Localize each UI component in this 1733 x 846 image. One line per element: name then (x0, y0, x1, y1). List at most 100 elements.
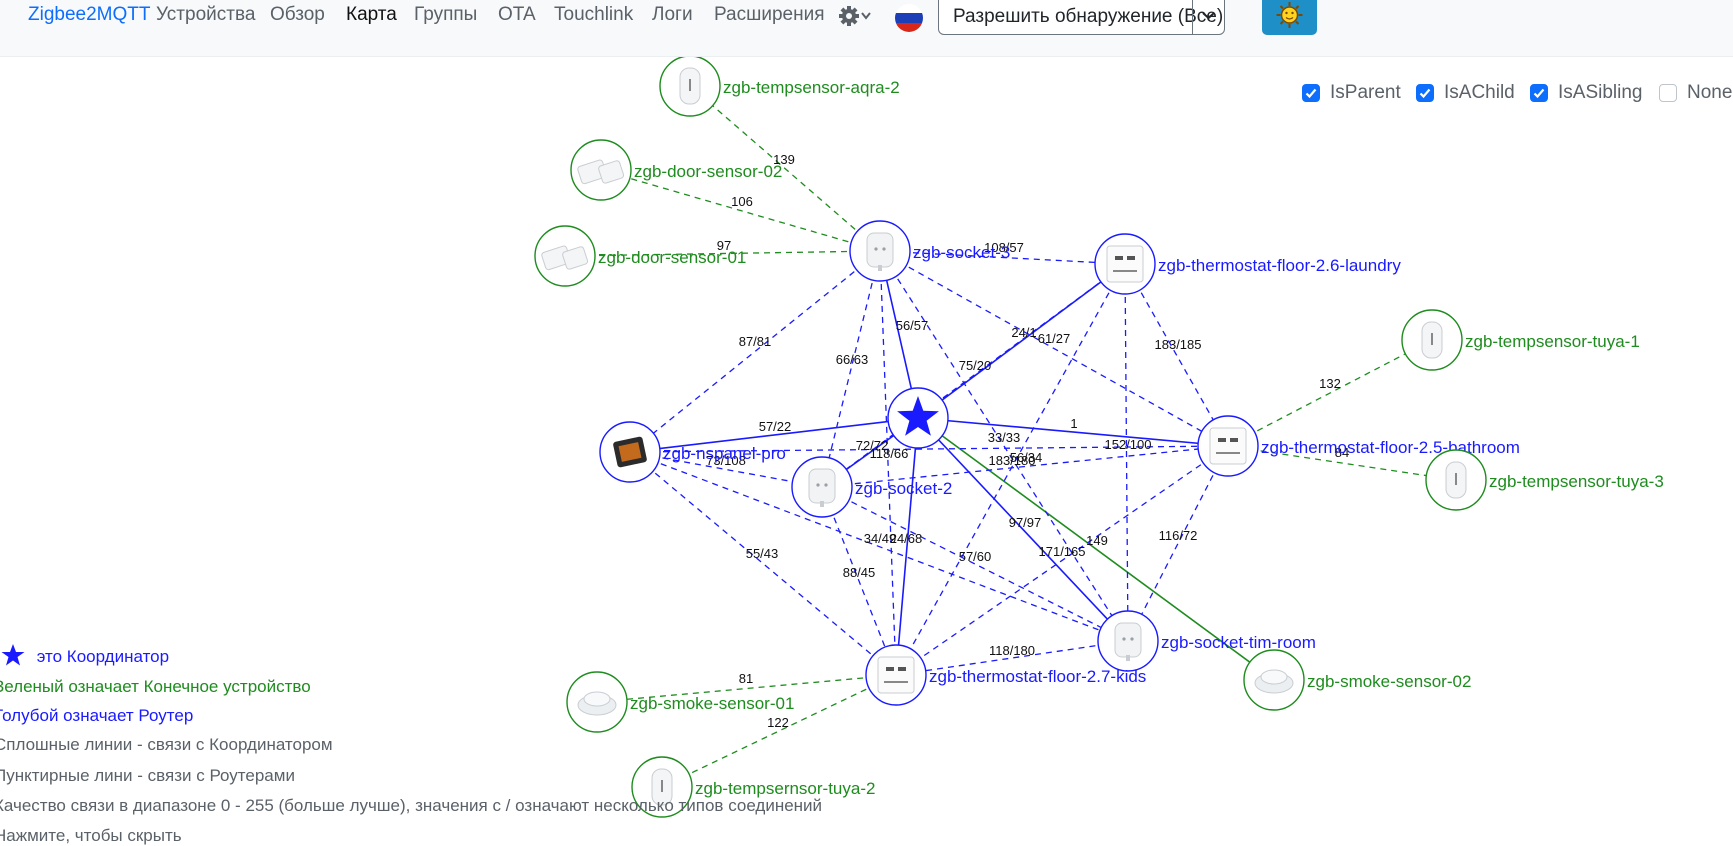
isparent-label: IsParent (1330, 82, 1401, 103)
node-label[interactable]: zgb-socket-tim-room (1161, 633, 1316, 652)
node-label[interactable]: zgb-smoke-sensor-01 (630, 694, 794, 713)
permit-join-dropdown[interactable] (1192, 0, 1224, 34)
link-bathroom-tim (1127, 445, 1229, 642)
node-door1[interactable] (534, 225, 596, 287)
filter-none[interactable]: None (1659, 82, 1733, 104)
link-label-socket3-nspanel: 87/81 (739, 334, 772, 349)
link-label-coord-bathroom: 1 (1070, 416, 1077, 431)
isachild-label: IsAChild (1444, 82, 1515, 103)
legend-solid-lines[interactable]: Сплошные линии - связи с Координатором (0, 735, 333, 754)
isasibling-checkbox[interactable] (1530, 84, 1548, 102)
node-label[interactable]: zgb-smoke-sensor-02 (1307, 672, 1471, 691)
link-label-bathroom-tuya3: 84 (1335, 445, 1349, 460)
link-label-nspanel-socket2: 73/108 (706, 453, 746, 468)
legend-dashed-lines[interactable]: Пунктирные лини - связи с Роутерами (0, 766, 295, 785)
legend-router[interactable]: Голубой означает Роутер (0, 706, 194, 725)
settings-dropdown[interactable] (838, 2, 876, 30)
node-socket3[interactable] (849, 220, 911, 282)
node-kids[interactable] (865, 644, 927, 706)
node-label[interactable]: zgb-door-sensor-01 (598, 248, 746, 267)
link-laundry-tim (1124, 263, 1129, 642)
filter-isachild[interactable]: IsAChild (1416, 82, 1516, 104)
node-label[interactable]: zgb-tempsensor-tuya-3 (1489, 472, 1664, 491)
link-socket3-door1 (564, 250, 881, 257)
russian-flag-icon[interactable] (895, 4, 923, 32)
filter-isasibling[interactable]: IsASibling (1530, 82, 1643, 104)
nav-extensions[interactable]: Расширения (714, 4, 825, 25)
isachild-checkbox[interactable] (1416, 84, 1434, 102)
node-label[interactable]: zgb-tempsernsor-tuya-2 (695, 779, 875, 798)
node-coord[interactable] (887, 387, 949, 449)
node-aqra2[interactable] (659, 55, 721, 117)
node-door2[interactable] (570, 139, 632, 201)
node-label[interactable]: zgb-tempsensor-aqra-2 (723, 78, 900, 97)
nav-ota[interactable]: OTA (498, 4, 536, 25)
node-smoke2[interactable] (1243, 649, 1305, 711)
node-tuya3[interactable] (1425, 449, 1487, 511)
link-label-socket3-socket2: 66/63 (836, 352, 869, 367)
link-nspanel-kids (629, 451, 897, 676)
temp-sensor-icon (651, 768, 673, 806)
node-label[interactable]: zgb-thermostat-floor-2.5-bathroom (1261, 438, 1520, 457)
smoke-sensor-icon (577, 691, 617, 716)
link-bathroom-tuya1 (1227, 339, 1433, 447)
node-socket2[interactable] (791, 456, 853, 518)
link-socket2-bathroom (821, 445, 1229, 488)
isparent-checkbox[interactable] (1302, 84, 1320, 102)
link-nspanel-bathroom (629, 445, 1229, 453)
legend-coordinator[interactable]: это Координатор (0, 642, 169, 668)
node-label[interactable]: zgb-socket-3 (913, 243, 1010, 262)
legend-hide-hint[interactable]: Нажмите, чтобы скрыть (0, 826, 182, 845)
node-label[interactable]: zgb-nspanel-pro (663, 444, 786, 463)
thermostat-icon (1106, 245, 1144, 283)
nav-groups[interactable]: Группы (414, 4, 478, 25)
link-socket3-door2 (600, 169, 881, 252)
link-label-coord-kids: 88/45 (843, 565, 876, 580)
node-laundry[interactable] (1094, 233, 1156, 295)
nav-devices[interactable]: Устройства (156, 4, 256, 25)
link-label-coord-socket2: 72/72 (856, 438, 889, 453)
link-label-bathroom-tuya1: 132 (1319, 376, 1341, 391)
chevron-down-icon (1202, 12, 1215, 20)
link-coord-tim (917, 417, 1129, 642)
nav-map[interactable]: Карта (346, 4, 397, 25)
link-label-coord-nspanel: 57/22 (759, 419, 792, 434)
filter-isparent[interactable]: IsParent (1302, 82, 1402, 104)
legend-end-device[interactable]: Зеленый означает Конечное устройство (0, 677, 311, 696)
link-coord-laundry (917, 263, 1126, 419)
node-label[interactable]: zgb-door-sensor-02 (634, 162, 782, 181)
link-label-socket3-tim: 33/33 (988, 430, 1021, 445)
node-smoke1[interactable] (566, 671, 628, 733)
nav-touchlink[interactable]: Touchlink (554, 4, 634, 25)
legend-coordinator-text: это Координатор (36, 647, 170, 666)
link-label-socket2-bathroom: 152/100 (1105, 437, 1152, 452)
node-nspanel[interactable] (599, 421, 661, 483)
node-bathroom[interactable] (1197, 415, 1259, 477)
node-tim[interactable] (1097, 610, 1159, 672)
link-coord-nspanel (629, 417, 919, 453)
node-tuya1[interactable] (1401, 309, 1463, 371)
link-label-socket3-door1: 97 (717, 238, 731, 253)
thermostat-icon (1209, 427, 1247, 465)
nav-logs[interactable]: Логи (652, 4, 693, 25)
node-label[interactable]: zgb-thermostat-floor-2.6-laundry (1158, 256, 1401, 275)
none-checkbox[interactable] (1659, 84, 1677, 102)
legend-link-quality[interactable]: Качество связи в диапазоне 0 - 255 (боль… (0, 796, 823, 815)
link-socket2-kids (821, 486, 897, 676)
node-label[interactable]: zgb-socket-2 (855, 479, 952, 498)
check-icon (1305, 88, 1317, 99)
link-label-nspanel-tim: 34/49 (864, 531, 897, 546)
node-tuya2[interactable] (631, 756, 693, 818)
door-sensor-icon (577, 159, 625, 185)
theme-toggle-button[interactable] (1262, 0, 1317, 35)
link-label-laundry-kids: 57/60 (959, 549, 992, 564)
nav-dashboard[interactable]: Обзор (270, 4, 325, 25)
link-socket3-aqra2 (689, 85, 881, 252)
smart-plug-icon (808, 468, 836, 507)
node-label[interactable]: zgb-tempsensor-tuya-1 (1465, 332, 1640, 351)
star-icon (897, 396, 939, 436)
brand-link[interactable]: Zigbee2MQTT (28, 4, 151, 25)
permit-join-button[interactable]: Разрешить обнаружение (Все) (938, 0, 1225, 35)
node-label[interactable]: zgb-thermostat-floor-2.7-kids (929, 667, 1146, 686)
